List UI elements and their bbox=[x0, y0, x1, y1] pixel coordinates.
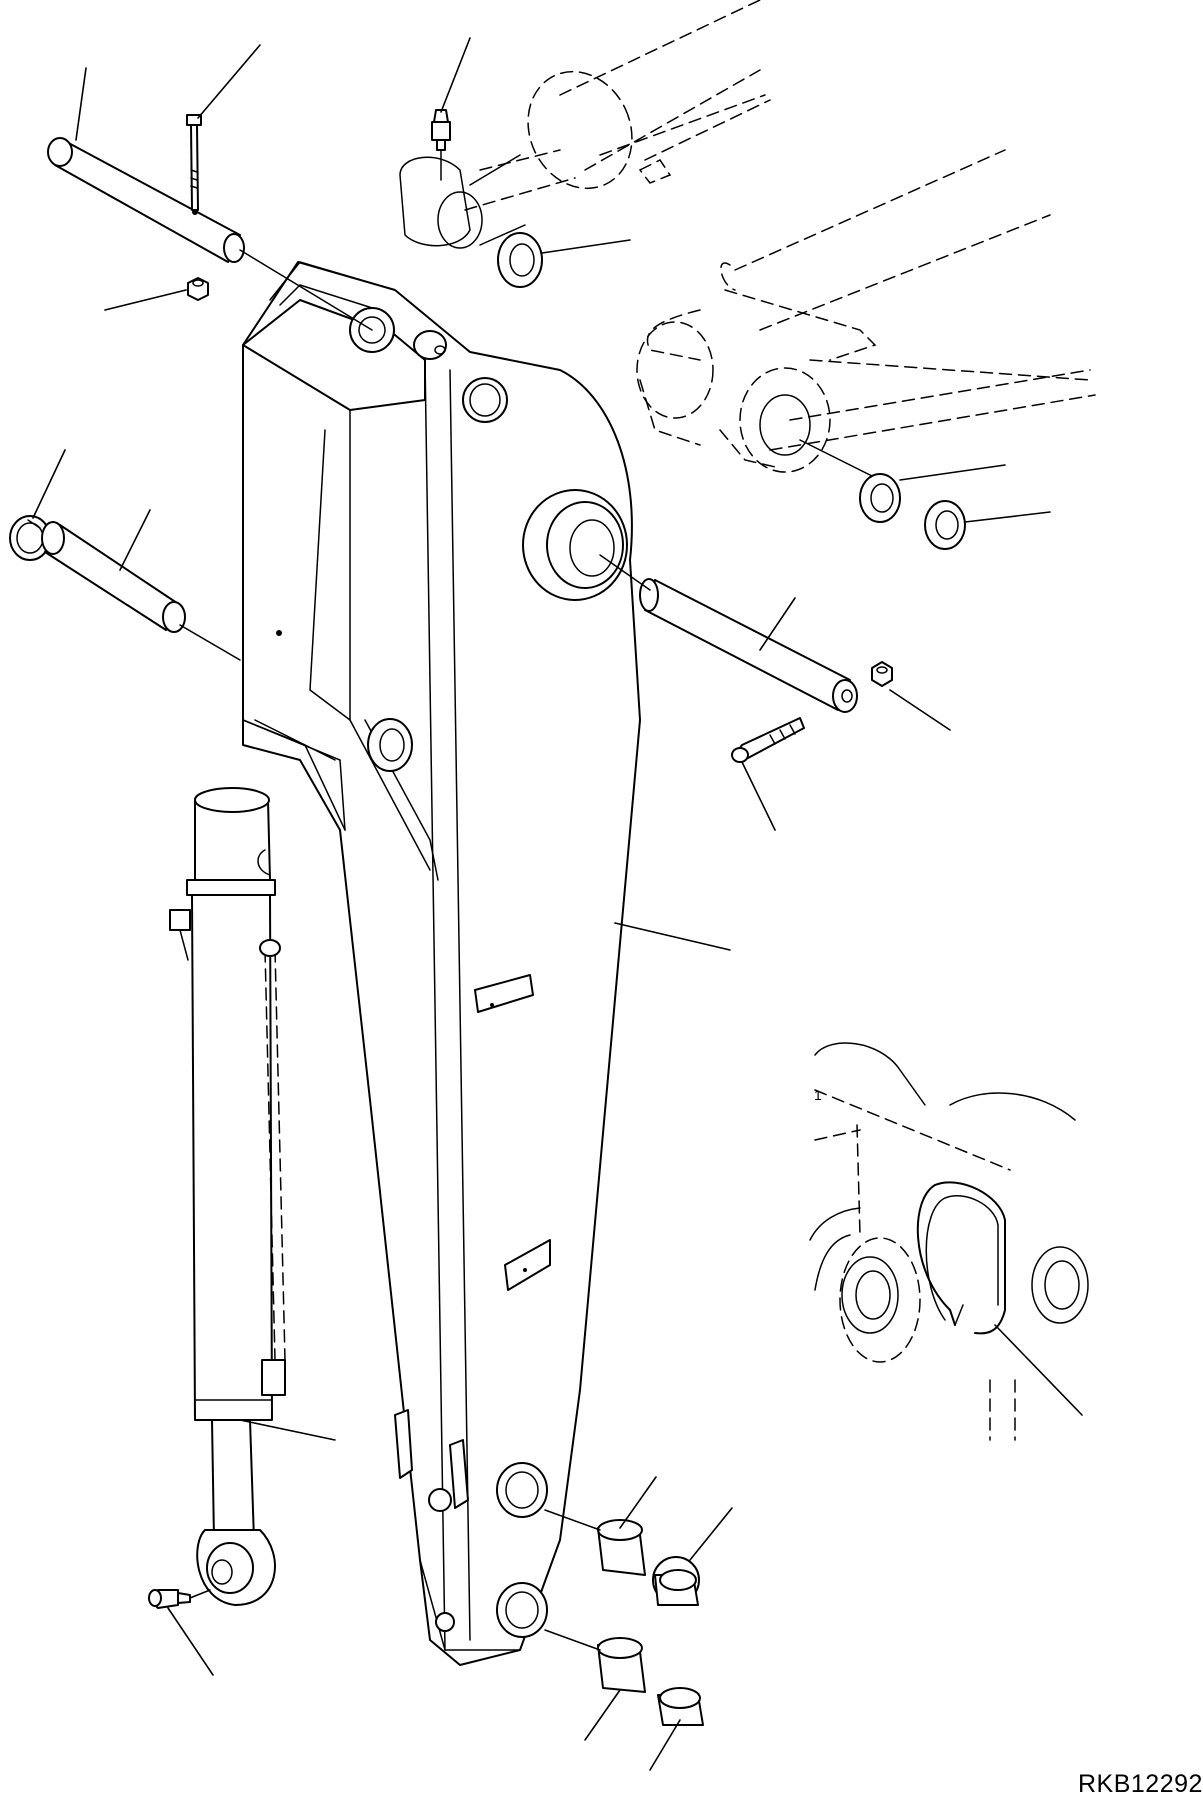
callout-leaders bbox=[32, 37, 1083, 1771]
boom-pin-bolt bbox=[731, 717, 805, 763]
grease-nipple-top bbox=[431, 109, 451, 181]
grease-nipple-bottom bbox=[148, 1589, 211, 1609]
arm-cylinder-boss bbox=[367, 718, 413, 772]
pin-lock-nut bbox=[187, 277, 209, 301]
arm-bushings bbox=[544, 1509, 704, 1726]
pin-lock-bolt bbox=[186, 114, 202, 211]
arm-fittings bbox=[276, 630, 551, 1291]
boom-pin-nut bbox=[871, 661, 893, 687]
arm-top-boss bbox=[349, 307, 508, 423]
boom-washers bbox=[859, 473, 966, 550]
arm-bottom-bosses bbox=[394, 1409, 548, 1638]
boom-pin bbox=[599, 439, 881, 713]
cylinder-foot-pin bbox=[41, 521, 241, 661]
cylinder-clevis-top bbox=[399, 154, 526, 249]
inset-marker: 1 bbox=[814, 1087, 822, 1103]
arm-top-pin bbox=[47, 137, 373, 331]
arm-boom-boss bbox=[522, 489, 628, 601]
boom-phantom bbox=[636, 149, 1096, 473]
thrust-washer-top bbox=[497, 232, 543, 288]
bucket-cylinder bbox=[169, 787, 336, 1606]
drawing-code: RKB122921 bbox=[1078, 1770, 1203, 1798]
inset-detail: 1 bbox=[809, 1042, 1089, 1441]
bucket-cylinder-phantom bbox=[464, 0, 771, 211]
arm-body bbox=[242, 261, 641, 1666]
